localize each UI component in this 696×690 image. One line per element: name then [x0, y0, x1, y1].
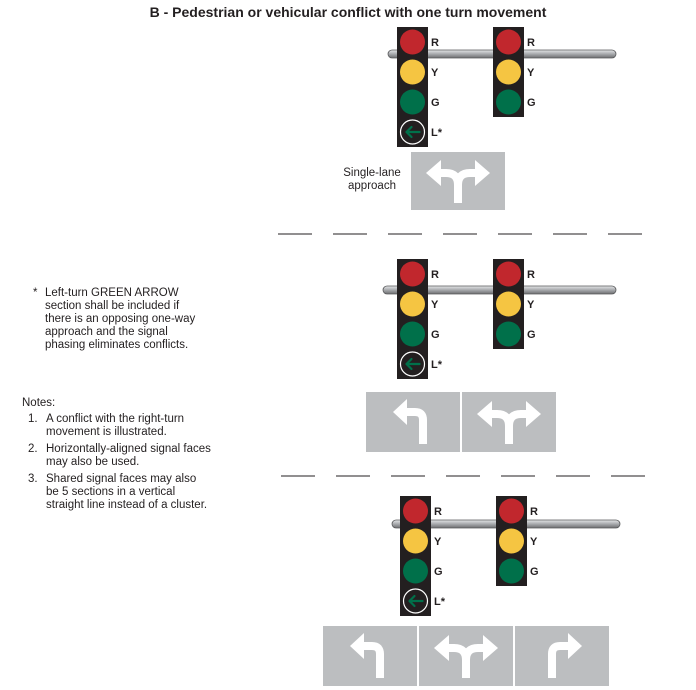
green-lens	[496, 89, 521, 115]
note-number: 1.	[28, 413, 38, 425]
note-item: 3. Shared signal faces may also be 5 sec…	[22, 473, 212, 512]
note-number: 3.	[28, 473, 38, 485]
signal-label: Y	[434, 536, 442, 548]
right-turn-arrow-icon	[548, 642, 570, 678]
signal-label: R	[530, 506, 538, 518]
note-text: Shared signal faces may also be 5 sectio…	[46, 473, 208, 511]
green-lens	[400, 89, 425, 115]
yellow-lens	[496, 59, 521, 85]
left-turn-arrow-icon	[405, 408, 427, 444]
red-lens	[496, 261, 521, 287]
lane-panels	[323, 152, 609, 686]
signal-label: Y	[431, 299, 439, 311]
yellow-lens	[400, 291, 425, 317]
signal-label: Y	[431, 67, 439, 79]
lane-dividers	[278, 233, 645, 477]
lane-panel	[515, 626, 609, 686]
signal-label: G	[527, 97, 536, 109]
signal-label: G	[530, 566, 539, 578]
arrowhead-icon	[434, 635, 449, 661]
signal-label: Y	[527, 67, 535, 79]
right-turn-arrow-icon	[462, 644, 484, 661]
signal-label: Y	[530, 536, 538, 548]
signal-label: L*	[431, 359, 443, 371]
red-lens	[400, 261, 425, 287]
lane-panel-left-through-right	[411, 152, 505, 210]
yellow-lens	[496, 291, 521, 317]
note-number: 2.	[28, 443, 38, 455]
signal-label: G	[431, 97, 440, 109]
note-item: 1. A conflict with the right-turn moveme…	[22, 413, 212, 439]
red-lens	[400, 29, 425, 55]
left-arrow-icon	[405, 357, 421, 371]
yellow-lens	[499, 528, 524, 554]
arrowhead-icon	[426, 160, 441, 186]
signal-label: R	[527, 37, 535, 49]
lane-panel-left-through-right	[419, 626, 513, 686]
yellow-lens	[403, 528, 428, 554]
lane-panel-left	[366, 392, 460, 452]
signal-label: R	[527, 269, 535, 281]
signal-label: G	[527, 329, 536, 341]
signal-label: R	[434, 506, 442, 518]
yellow-lens	[400, 59, 425, 85]
signal-label: G	[434, 566, 443, 578]
right-turn-arrow-icon	[505, 410, 527, 427]
note-item: 2. Horizontally-aligned signal faces may…	[22, 443, 212, 469]
green-lens	[499, 558, 524, 584]
left-arrow-icon	[405, 125, 421, 139]
arrowhead-icon	[568, 633, 582, 659]
note-text: A conflict with the right-turn movement …	[46, 413, 185, 438]
lane-panel-right	[515, 626, 609, 686]
red-lens	[403, 498, 428, 524]
lane-panel	[323, 626, 417, 686]
footnote-marker: *	[33, 287, 38, 299]
notes: Notes: 1. A conflict with the right-turn…	[22, 397, 212, 516]
left-arrow-icon	[408, 594, 424, 608]
lane-panel-through-right	[462, 392, 556, 452]
note-text: Horizontally-aligned signal faces may al…	[46, 443, 211, 468]
signal-label: L*	[431, 127, 443, 139]
left-turn-arrow-icon	[362, 642, 384, 678]
signal-heads: R Y G L* R Y G R Y G L* R Y G R Y G L* R Y G	[397, 27, 539, 616]
red-lens	[499, 498, 524, 524]
arrowhead-icon	[483, 635, 498, 661]
footnote-text: Left-turn GREEN ARROW section shall be i…	[45, 287, 196, 351]
arrowhead-icon	[477, 401, 492, 427]
figure-title: B - Pedestrian or vehicular conflict wit…	[149, 4, 547, 20]
green-lens	[496, 321, 521, 347]
arrowhead-icon	[350, 633, 364, 659]
signal-label: R	[431, 269, 439, 281]
arrowhead-icon	[526, 401, 541, 427]
notes-header: Notes:	[22, 397, 56, 409]
lane-panel	[366, 392, 460, 452]
red-lens	[496, 29, 521, 55]
green-lens	[400, 321, 425, 347]
right-turn-arrow-icon	[454, 169, 476, 186]
signal-label: G	[431, 329, 440, 341]
green-lens	[403, 558, 428, 584]
arrowhead-icon	[475, 160, 490, 186]
approach-label: Single-lane approach	[343, 167, 401, 192]
lane-panel-left	[323, 626, 417, 686]
signal-label: Y	[527, 299, 535, 311]
arrowhead-icon	[393, 399, 407, 425]
signal-label: R	[431, 37, 439, 49]
signal-label: L*	[434, 596, 446, 608]
